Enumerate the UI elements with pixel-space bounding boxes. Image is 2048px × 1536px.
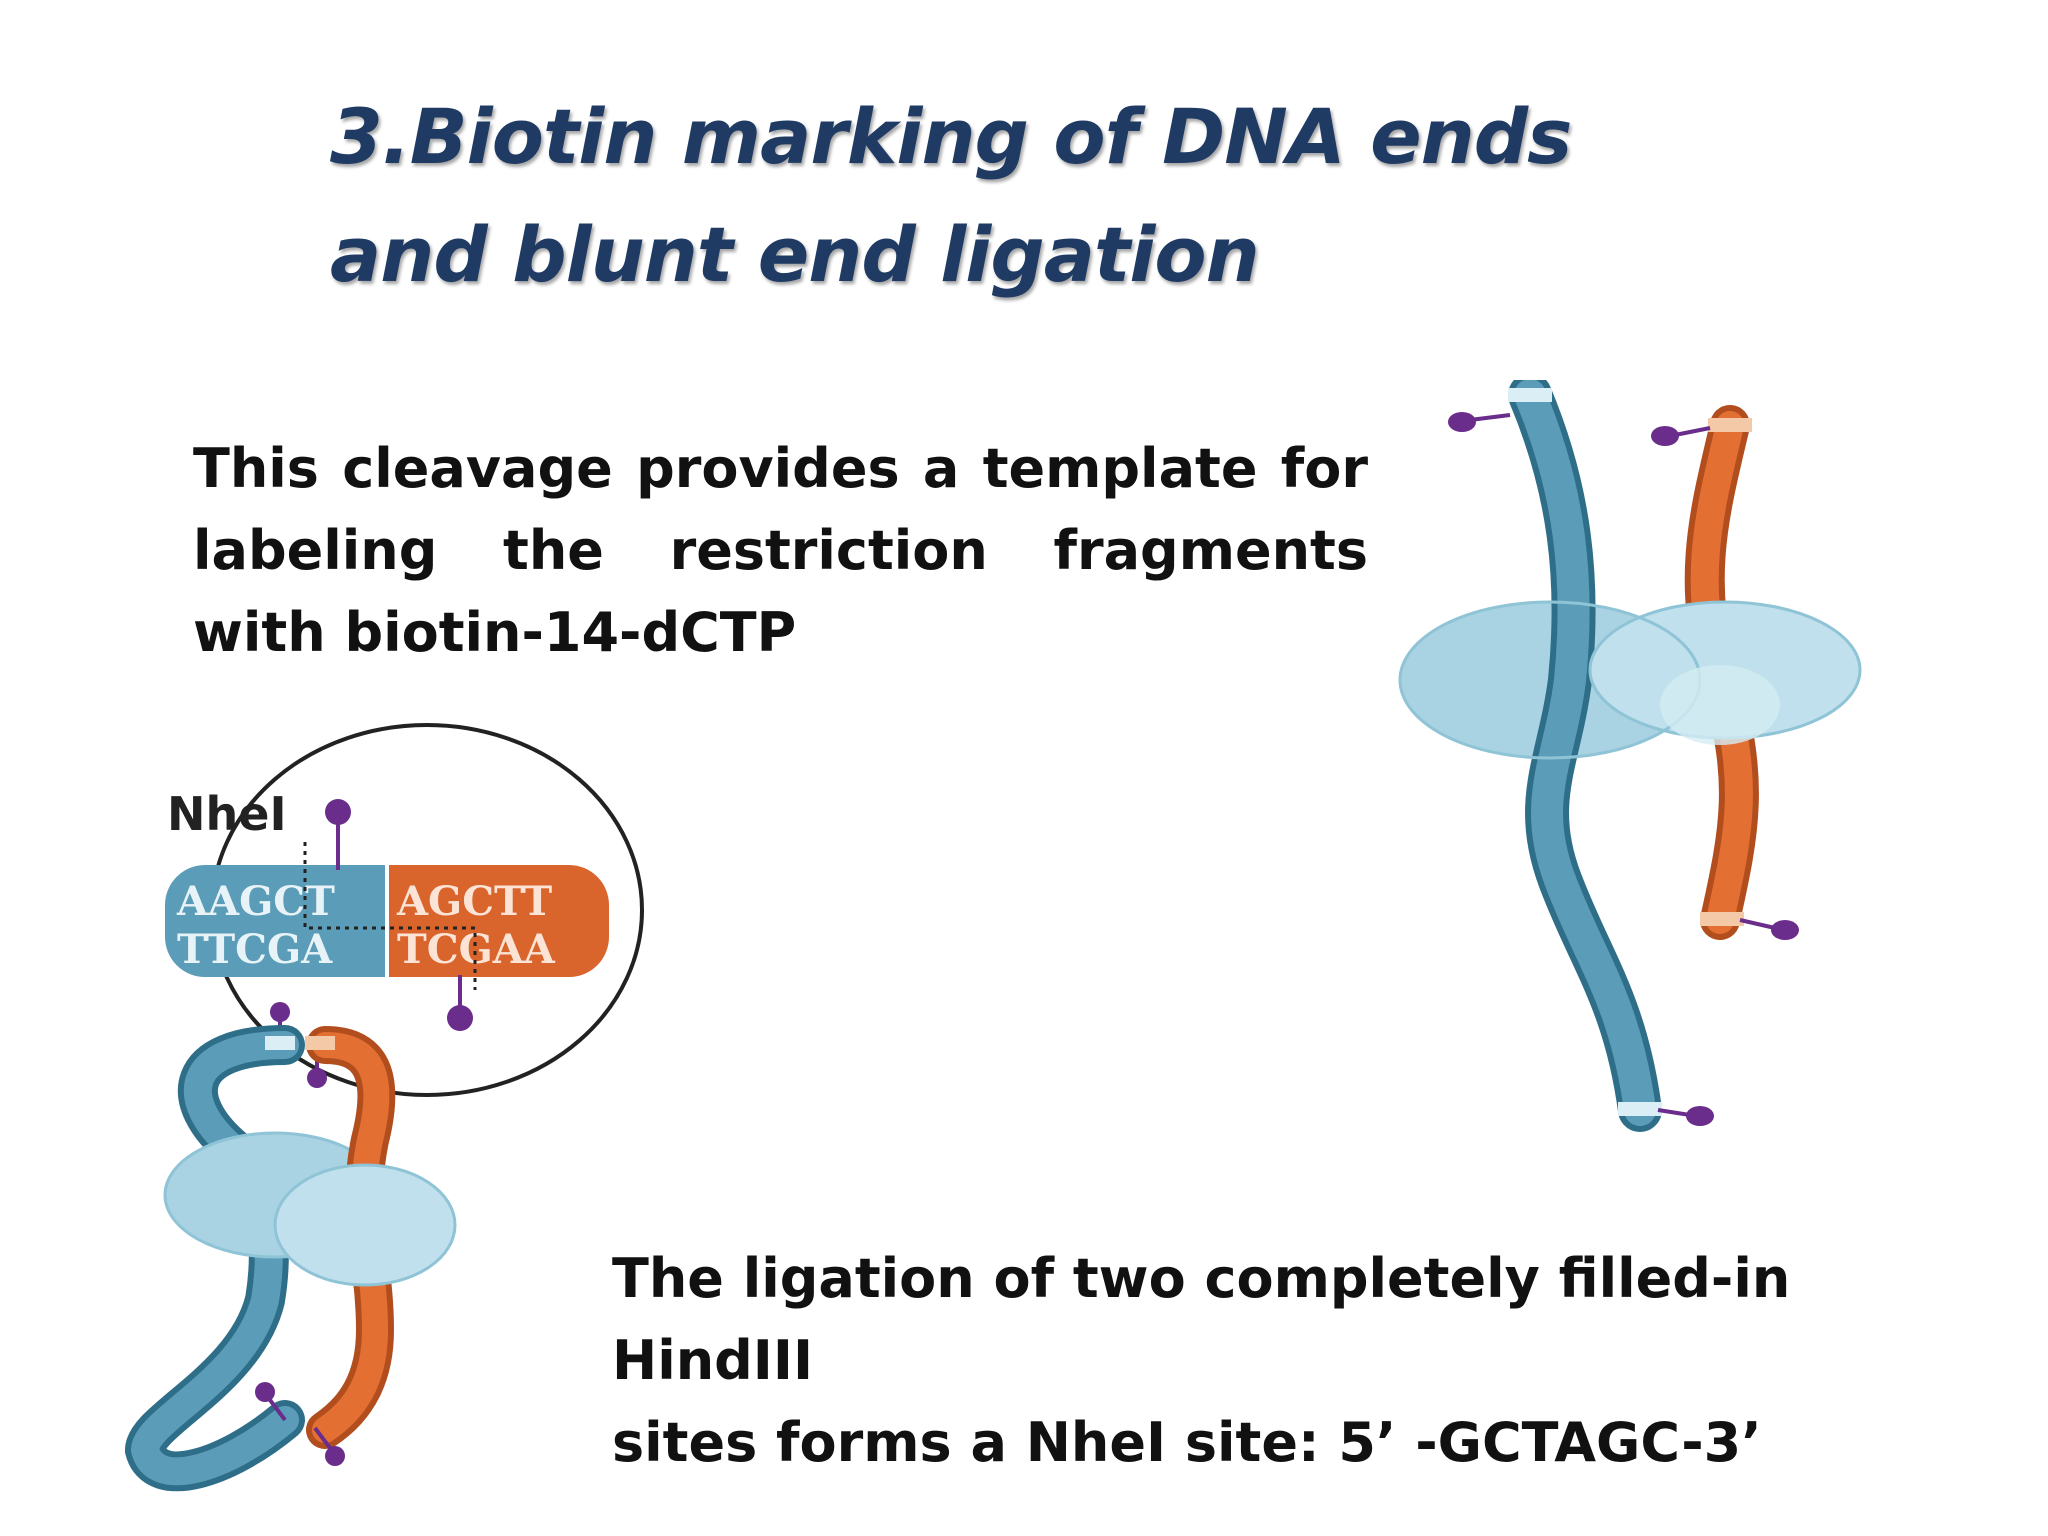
dna-ring-svg [1390,380,1950,1160]
biotin-marker [1448,412,1510,432]
enzyme-label: NheI [167,787,287,841]
biotin-marker [1651,426,1710,446]
nhei-site-svg: NheI AAGCT AGCTT TTCGA TCGAA [125,720,645,1500]
sequence-top-orange: AGCTT [396,878,552,925]
dna-ring-diagram [1390,380,1950,1160]
title-line-2: and blunt end ligation [330,196,1730,314]
slide-title: 3.Biotin marking of DNA ends and blunt e… [330,78,1730,314]
cleavage-description: This cleavage provides a template for la… [193,428,1368,674]
strand-end-cap [1708,418,1752,432]
strand-end-cap [1508,388,1552,402]
sequence-bottom-blue: TTCGA [177,926,333,973]
ligation-line-2: sites forms a NheI site: 5’ -GCTAGC-3’ [612,1411,1762,1474]
ligation-line-1: The ligation of two completely filled-in… [612,1247,1790,1392]
nhei-site-diagram: NheI AAGCT AGCTT TTCGA TCGAA [125,720,645,1500]
title-line-1: 3.Biotin marking of DNA ends [330,78,1730,196]
strand-end-cap [1618,1102,1662,1116]
ligation-description: The ligation of two completely filled-in… [612,1238,1942,1484]
protein-ring-right [275,1165,455,1285]
sequence-top-blue: AAGCT [176,878,335,925]
biotin-marker [1658,1106,1714,1126]
biotin-marker [1740,920,1799,940]
strand-end-cap [1700,912,1744,926]
protein-highlight [1660,665,1780,745]
